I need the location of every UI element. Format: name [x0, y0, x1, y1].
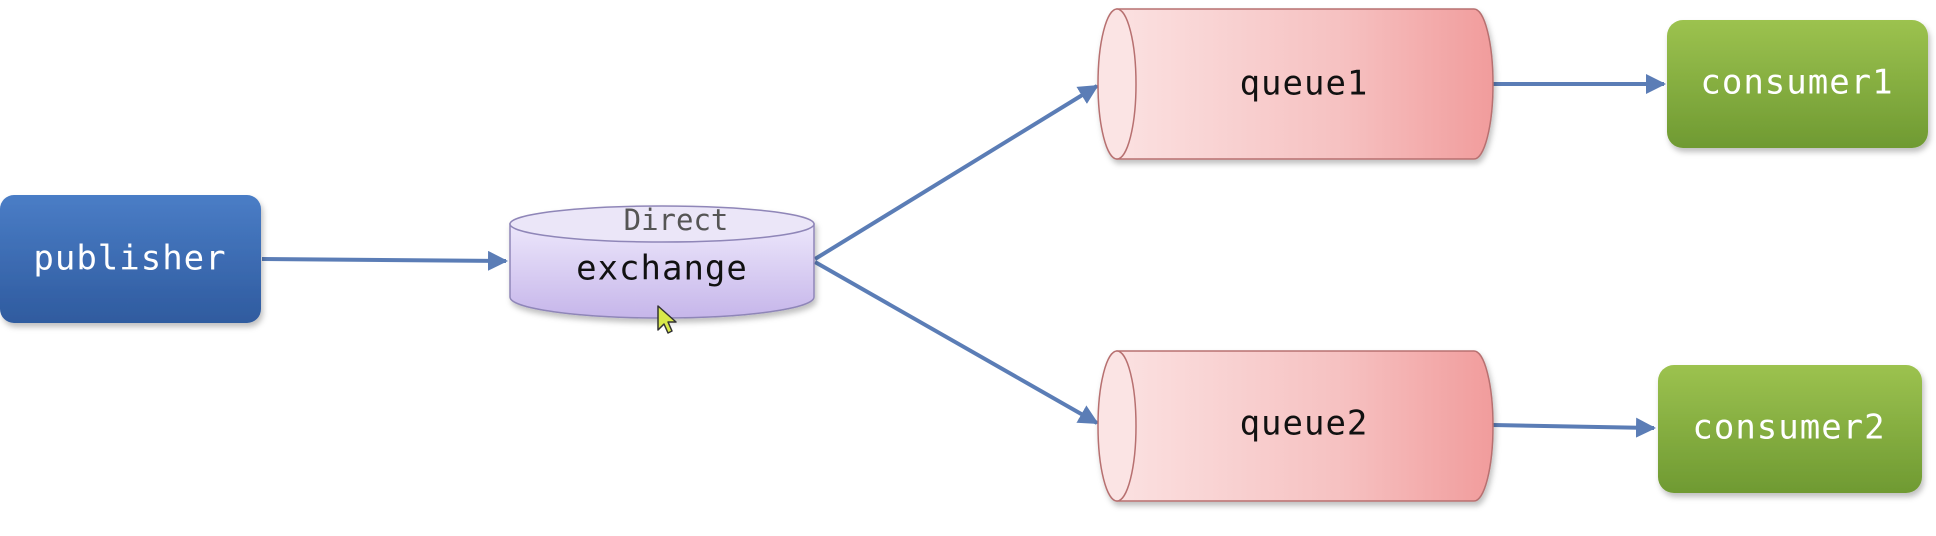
queue2-label: queue2 [1240, 404, 1369, 444]
mouse-cursor-icon [657, 305, 677, 334]
exchange-type-label: Direct [624, 203, 729, 237]
consumer1-label: consumer1 [1700, 63, 1893, 103]
edges [261, 74, 1666, 438]
exchange-label: exchange [576, 249, 748, 289]
exchange-node [509, 205, 815, 319]
consumer1-node [1667, 20, 1928, 148]
edge-publisher-exchange [261, 250, 508, 271]
publisher-label: publisher [33, 239, 226, 279]
queue2-node [1097, 350, 1494, 502]
consumer2-label: consumer2 [1692, 408, 1885, 448]
consumer2-node [1658, 365, 1922, 493]
edge-queue2-consumer2 [1492, 417, 1656, 438]
edge-exchange-queue1 [813, 84, 1099, 261]
queue1-label: queue1 [1240, 64, 1369, 104]
edge-exchange-queue2 [814, 260, 1099, 425]
queue1-node [1097, 8, 1494, 160]
publisher-node [0, 195, 261, 323]
